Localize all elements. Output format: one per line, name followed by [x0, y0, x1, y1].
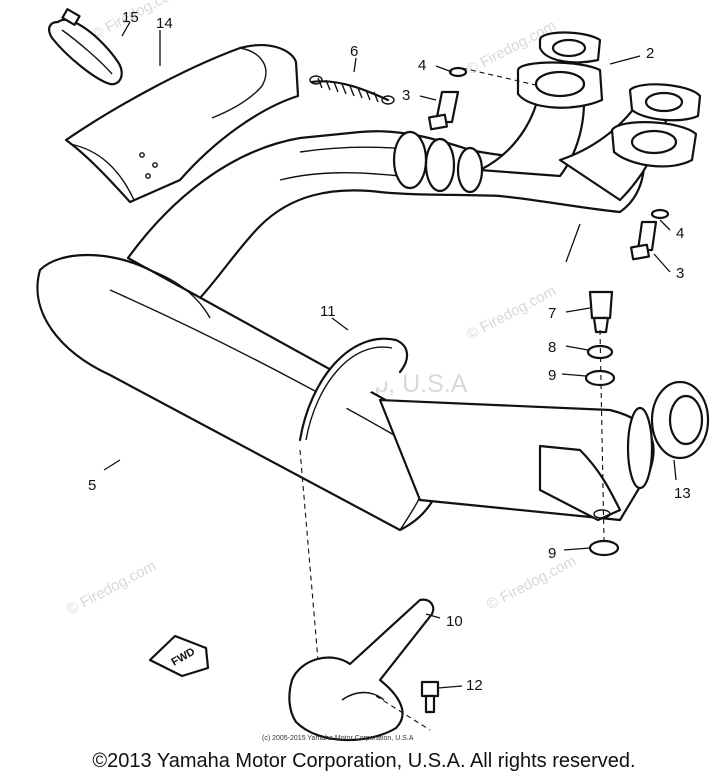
watermark-site: © Firedog.com: [464, 282, 559, 343]
callout-5: 5: [88, 477, 96, 494]
callout-4: 4: [676, 225, 684, 242]
callout-10: 10: [446, 613, 463, 630]
callout-9: 9: [548, 367, 556, 384]
copyright-notice: ©2013 Yamaha Motor Corporation, U.S.A. A…: [92, 750, 636, 772]
callout-layer: 15 14 6 4 3 2 4 3 7 8 9 11 5 13 9 10 12: [88, 9, 691, 694]
callout-3: 3: [402, 87, 410, 104]
clamp-band-part: [48, 8, 123, 86]
callout-2: 2: [646, 45, 654, 62]
callout-13: 13: [674, 485, 691, 502]
small-credit: (c) 2005-2015 Yamaha Motor Corporation, …: [262, 735, 414, 742]
watermark-site: © Firedog.com: [64, 557, 159, 618]
callout-11: 11: [320, 303, 336, 320]
gasket-ring-part: [650, 380, 710, 460]
watermark-site: © Firedog.com: [484, 552, 579, 613]
small-bolt-part: [420, 680, 440, 714]
muffler-bracket-part: [538, 444, 622, 522]
callout-7: 7: [548, 305, 556, 322]
heat-shield-part: [64, 44, 300, 204]
callout-3: 3: [676, 265, 684, 282]
alignment-lines: [299, 67, 605, 731]
callout-9: 9: [548, 545, 556, 562]
leader-lines: [103, 21, 677, 689]
mount-bolt-part: [584, 290, 620, 557]
callout-4: 4: [418, 57, 426, 74]
bolt-part: [427, 66, 670, 261]
callout-12: 12: [466, 677, 483, 694]
callout-6: 6: [350, 43, 358, 60]
callout-14: 14: [156, 15, 173, 32]
lower-bracket-part: [288, 598, 435, 742]
strap-part: [298, 337, 409, 442]
gasket-part: [516, 31, 702, 168]
callout-8: 8: [548, 339, 556, 356]
callout-15: 15: [122, 9, 139, 26]
spring-part: [309, 75, 395, 105]
forward-arrow-icon: FWD: [148, 634, 210, 678]
